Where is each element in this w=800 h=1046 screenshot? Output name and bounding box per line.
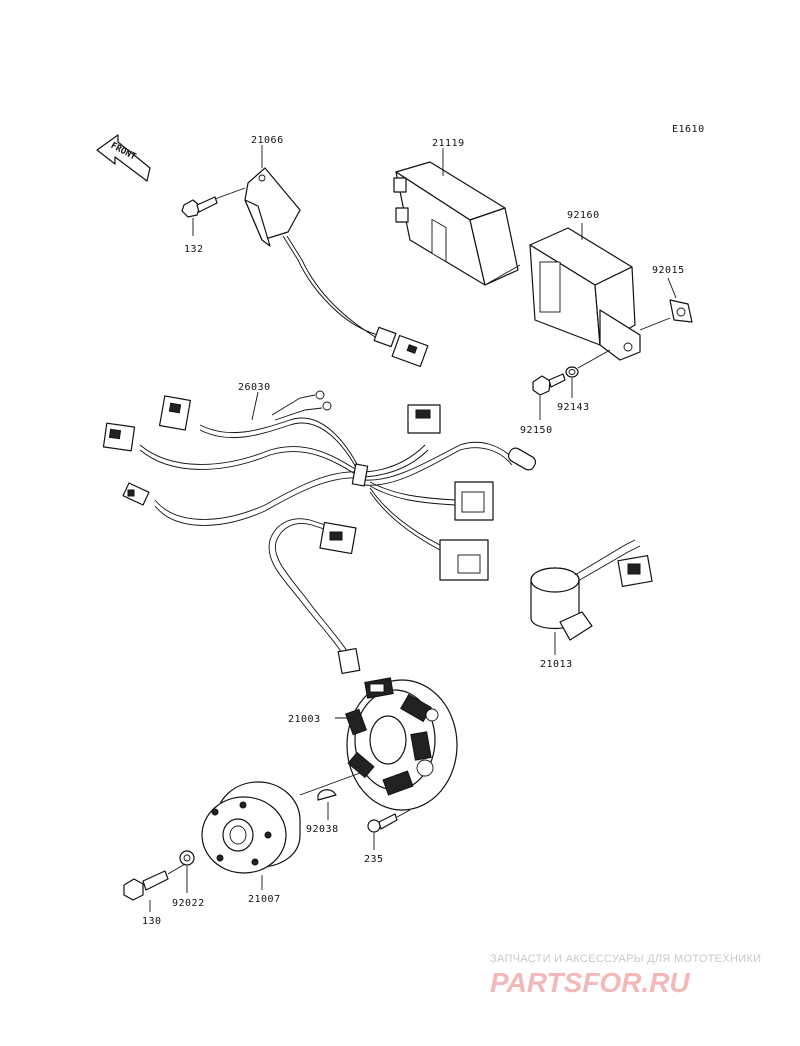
- label-235: 235: [364, 854, 384, 865]
- label-21007: 21007: [248, 894, 281, 905]
- label-92038: 92038: [306, 824, 339, 835]
- part-92150-bolt: [532, 373, 566, 396]
- part-92038-key: [299, 772, 361, 801]
- label-21119: 21119: [432, 138, 465, 149]
- part-21013-pickup-coil: [530, 539, 653, 641]
- part-92143-collar: [565, 349, 611, 378]
- part-92015-nut: [639, 299, 693, 331]
- label-21003: 21003: [288, 714, 321, 725]
- part-132-bolt: [181, 187, 246, 218]
- label-92150: 92150: [520, 425, 553, 436]
- part-92160-regulator: [529, 227, 641, 361]
- part-26030-wiring-harness: [102, 390, 537, 581]
- label-21013: 21013: [540, 659, 573, 670]
- watermark-logo: PARTSFOR.RU: [490, 967, 690, 998]
- part-130-bolt: [123, 863, 186, 901]
- part-21066-ignitor: [244, 167, 429, 368]
- label-132: 132: [184, 244, 204, 255]
- label-92143: 92143: [557, 402, 590, 413]
- part-92022-washer: [179, 850, 195, 866]
- label-92022: 92022: [172, 898, 205, 909]
- front-arrow-icon: FRONT: [96, 134, 151, 182]
- watermark-tagline: ЗАПЧАСТИ И АКСЕССУАРЫ ДЛЯ МОТОТЕХНИКИ: [490, 953, 761, 965]
- part-235-screw: [367, 809, 411, 833]
- label-130: 130: [142, 916, 162, 927]
- part-21007-rotor: [201, 781, 301, 874]
- part-21003-stator: [268, 518, 458, 811]
- label-21066: 21066: [251, 135, 284, 146]
- label-26030: 26030: [238, 382, 271, 393]
- diagram-ref-code: E1610: [672, 124, 705, 135]
- label-92015: 92015: [652, 265, 685, 276]
- part-21119-cdi-unit: [393, 161, 521, 286]
- label-92160: 92160: [567, 210, 600, 221]
